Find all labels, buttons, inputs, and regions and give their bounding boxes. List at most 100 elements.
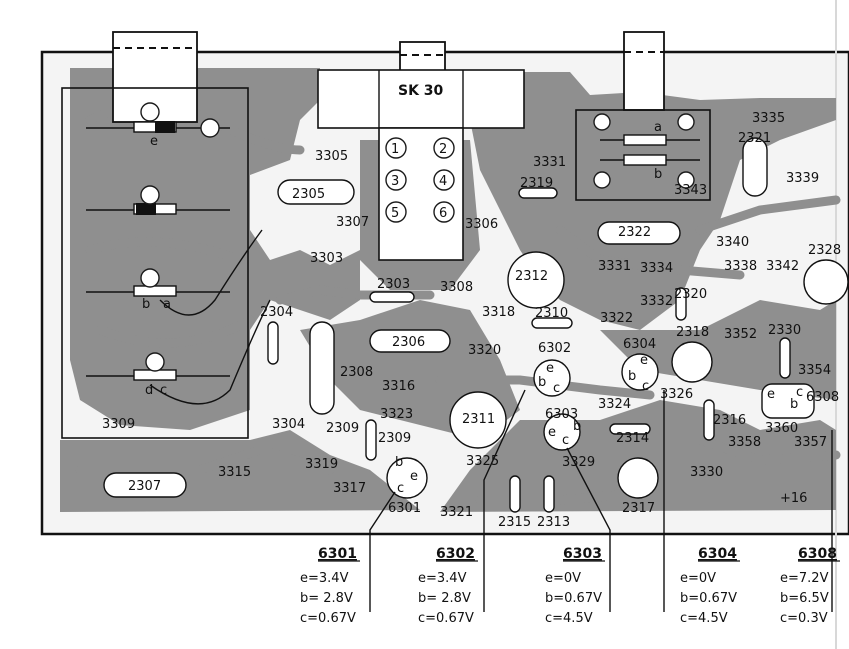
transistors-layer: b e c e b c e c b e b c e b c — [386, 353, 815, 499]
component-label-6304: 6304 — [623, 337, 656, 352]
t6303-pin-e: e — [548, 425, 556, 440]
t6302-pin-e: e — [546, 361, 554, 376]
voltage-6304-e: e=0V — [680, 571, 716, 586]
voltage-6308-e: e=7.2V — [780, 571, 829, 586]
t6308-pin-c: c — [796, 385, 803, 400]
large-parts — [103, 137, 849, 513]
t6301-pin-e: e — [410, 469, 418, 484]
t6304-pin-b: b — [628, 369, 636, 384]
pot-label-a1: a — [163, 297, 171, 312]
component-label-3308: 3308 — [440, 280, 473, 295]
component-label-3307: 3307 — [336, 215, 369, 230]
component-label-3317: 3317 — [333, 481, 366, 496]
component-label-2303: 2303 — [377, 277, 410, 292]
t6308-pin-e: e — [767, 387, 775, 402]
component-label-2305: 2305 — [292, 187, 325, 202]
leader-lines — [369, 389, 833, 612]
component-label-3334: 3334 — [640, 261, 673, 276]
component-label-3352: 3352 — [724, 327, 757, 342]
sk30-label: SK 30 — [398, 83, 444, 99]
component-label-3318: 3318 — [482, 305, 515, 320]
component-label-3358: 3358 — [728, 435, 761, 450]
component-label-3304: 3304 — [272, 417, 305, 432]
potentiometer-block: e b a d c — [61, 87, 271, 439]
component-label-3325: 3325 — [466, 454, 499, 469]
component-label-2311: 2311 — [462, 412, 495, 427]
sk30-pin-5: 5 — [391, 206, 399, 221]
voltage-6302-b: b= 2.8V — [418, 591, 471, 606]
voltage-6303-e: e=0V — [545, 571, 581, 586]
component-label-3357: 3357 — [794, 435, 827, 450]
sk30-pin-1: 1 — [391, 142, 399, 157]
voltage-6308-c: c=0.3V — [780, 611, 828, 626]
right-pot-b: b — [654, 167, 662, 182]
transistor-header-6304: 6304 — [698, 546, 737, 562]
component-label-2315: 2315 — [498, 515, 531, 530]
component-label-3316: 3316 — [382, 379, 415, 394]
component-label-6308: 6308 — [806, 390, 839, 405]
voltage-6301-e: e=3.4V — [300, 571, 349, 586]
component-label-6303: 6303 — [545, 407, 578, 422]
right-pot-a: a — [654, 120, 662, 135]
component-label-3343: 3343 — [674, 183, 707, 198]
component-label-3321: 3321 — [440, 505, 473, 520]
right-pot-block: a b — [575, 109, 711, 201]
transistor-header-6303: 6303 — [563, 546, 602, 562]
voltage-6303-c: c=4.5V — [545, 611, 593, 626]
voltage-6302-c: c=0.67V — [418, 611, 474, 626]
component-label-2312: 2312 — [515, 269, 548, 284]
transistor-header-6301: 6301 — [318, 546, 357, 562]
component-label-3331: 3331 — [598, 259, 631, 274]
sk30-pin-6: 6 — [439, 206, 447, 221]
component-label-2330: 2330 — [768, 323, 801, 338]
component-label-2316: 2316 — [713, 413, 746, 428]
t6302-pin-c: c — [553, 381, 560, 396]
sk30-connector: SK 30 1 2 3 4 5 6 — [317, 69, 525, 261]
voltage-6303-b: b=0.67V — [545, 591, 602, 606]
component-label-2306: 2306 — [392, 335, 425, 350]
t6303-pin-c: c — [562, 433, 569, 448]
component-label-2318: 2318 — [676, 325, 709, 340]
component-label-plus16: +16 — [780, 491, 807, 506]
component-label-6301: 6301 — [388, 501, 421, 516]
component-label-2322: 2322 — [618, 225, 651, 240]
t6304-pin-c: c — [642, 379, 649, 394]
component-label-3306: 3306 — [465, 217, 498, 232]
trace-layer — [75, 100, 841, 505]
component-label-2309: 2309 — [378, 431, 411, 446]
component-label-2314: 2314 — [616, 431, 649, 446]
component-label-2320: 2320 — [674, 287, 707, 302]
component-label-3329: 3329 — [562, 455, 595, 470]
pot-label-d: d — [145, 383, 153, 398]
component-label-3339: 3339 — [786, 171, 819, 186]
t6302-pin-b: b — [538, 375, 546, 390]
t6304-pin-e: e — [640, 353, 648, 368]
component-label-3338: 3338 — [724, 259, 757, 274]
component-label-2307: 2307 — [128, 479, 161, 494]
component-label-3342: 3342 — [766, 259, 799, 274]
component-label-2317: 2317 — [622, 501, 655, 516]
voltage-6304-c: c=4.5V — [680, 611, 728, 626]
component-label-3326: 3326 — [660, 387, 693, 402]
voltage-6301-c: c=0.67V — [300, 611, 356, 626]
component-label-2328: 2328 — [808, 243, 841, 258]
sk30-pin-2: 2 — [439, 142, 447, 157]
sk30-pin-3: 3 — [391, 174, 399, 189]
component-label-3360: 3360 — [765, 421, 798, 436]
component-label-3320: 3320 — [468, 343, 501, 358]
component-label-3331: 3331 — [533, 155, 566, 170]
component-label-3322: 3322 — [600, 311, 633, 326]
component-label-3315: 3315 — [218, 465, 251, 480]
transistor-header-6308: 6308 — [798, 546, 837, 562]
component-label-2310: 2310 — [535, 306, 568, 321]
component-label-3330: 3330 — [690, 465, 723, 480]
component-label-3305: 3305 — [315, 149, 348, 164]
pot-label-c: c — [160, 383, 167, 398]
t6301-pin-b: b — [395, 455, 403, 470]
component-label-2308: 2308 — [340, 365, 373, 380]
component-label-3340: 3340 — [716, 235, 749, 250]
t6301-pin-c: c — [397, 481, 404, 496]
